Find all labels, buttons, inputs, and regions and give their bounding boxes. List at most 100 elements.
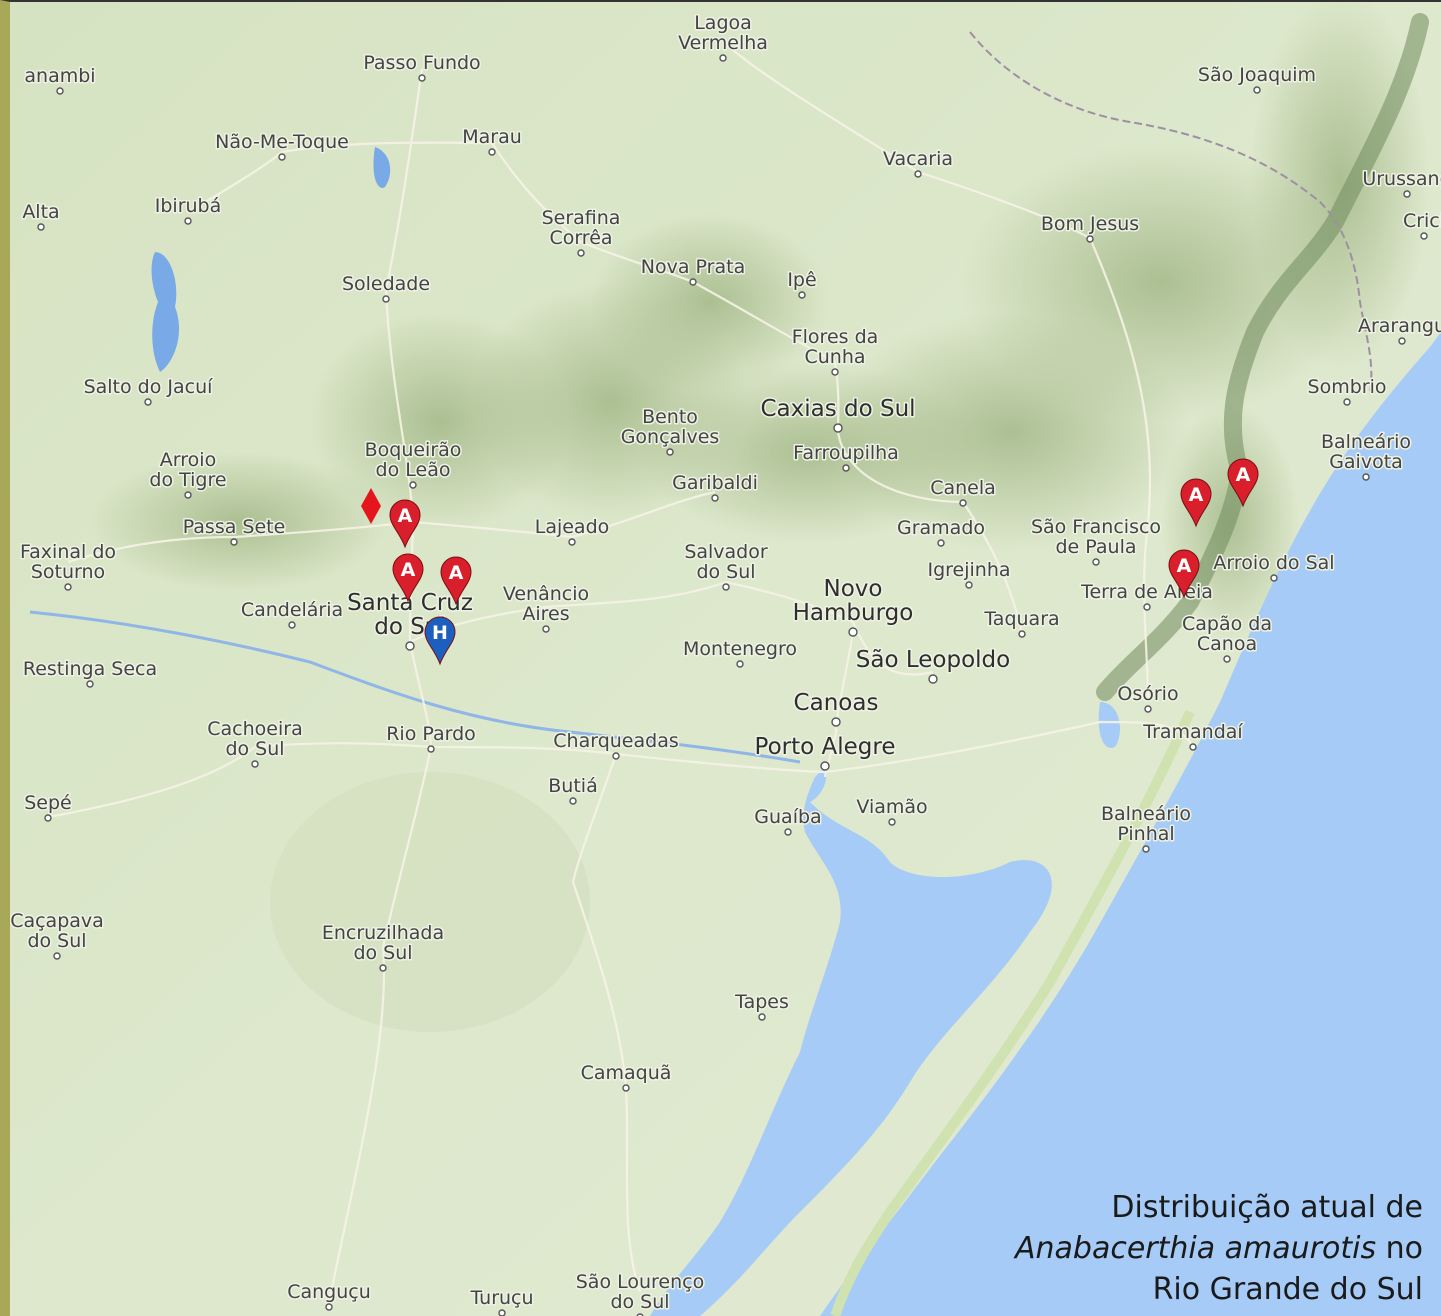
marker-a3-pin-icon[interactable]: [440, 556, 472, 606]
marker-h1[interactable]: H: [424, 616, 456, 666]
place-nao-me-toque: Não-Me-Toque: [214, 130, 350, 161]
place-rio-pardo-dot: [427, 745, 435, 753]
place-igrejinha-dot: [965, 581, 973, 589]
place-arroio-do-tigre-label-2: do Tigre: [149, 469, 226, 491]
place-cangucu: Canguçu: [286, 1280, 372, 1311]
caption-line-2-rest: no: [1376, 1231, 1423, 1266]
marker-a1[interactable]: A: [389, 499, 421, 549]
place-sombrio-label: Sombrio: [1308, 376, 1387, 398]
marker-a4[interactable]: A: [1180, 478, 1212, 528]
coastal-strip: [830, 709, 1195, 1316]
marker-a6-pin-icon[interactable]: [1168, 549, 1200, 599]
place-garibaldi-label: Garibaldi: [672, 472, 758, 494]
place-canela-dot: [959, 499, 967, 507]
place-sao-leopoldo-dot: [928, 674, 938, 684]
place-farroupilha-dot: [842, 464, 850, 472]
place-candelaria-label: Candelária: [241, 599, 343, 621]
place-canela-label: Canela: [930, 477, 996, 499]
place-passo-fundo-label: Passo Fundo: [363, 52, 480, 74]
place-passo-fundo-dot: [418, 74, 426, 82]
marker-a1-letter: A: [398, 505, 413, 527]
marker-a2[interactable]: A: [392, 553, 424, 603]
marker-a3[interactable]: A: [440, 556, 472, 606]
marker-a2-letter: A: [401, 559, 416, 581]
place-vacaria: Vacaria: [882, 147, 955, 178]
marker-a6[interactable]: A: [1168, 549, 1200, 599]
place-nao-me-toque-dot: [278, 153, 286, 161]
place-bento-goncalves-label: Bento: [642, 406, 698, 428]
place-charqueadas-dot: [612, 752, 620, 760]
place-cacapava-do-sul-dot: [53, 952, 61, 960]
passo-real-reservoir: [151, 252, 180, 372]
place-turucu: Turuçu: [468, 1286, 535, 1316]
place-cangucu-dot: [325, 1303, 333, 1311]
marker-h1-pin-icon[interactable]: [424, 616, 456, 666]
lagoa-barros: [1098, 702, 1120, 748]
caption-line-2: Anabacerthia amaurotis no: [903, 1228, 1423, 1269]
place-canela: Canela: [929, 476, 997, 507]
guaiba-estuary: [803, 767, 827, 832]
marker-a5[interactable]: A: [1227, 458, 1259, 508]
place-canoas-label: Canoas: [794, 690, 879, 716]
place-montenegro-label: Montenegro: [683, 638, 797, 660]
atlantic-ocean: [820, 332, 1441, 1316]
place-soledade: Soledade: [340, 272, 432, 303]
place-flores-da-cunha-label: Flores da: [792, 326, 879, 348]
place-tapes-dot: [758, 1013, 766, 1021]
place-alta: Alta: [21, 200, 61, 231]
record-diamond-marker[interactable]: [361, 488, 381, 524]
place-igrejinha-label: Igrejinha: [927, 559, 1010, 581]
place-cacapava-do-sul-label: Caçapava: [10, 910, 104, 932]
place-cacapava-do-sul-label-2: do Sul: [27, 930, 86, 952]
marker-a2-pin-icon[interactable]: [392, 553, 424, 603]
marker-a1-pin-icon[interactable]: [389, 499, 421, 549]
place-urussanga: Urussang: [1361, 167, 1441, 198]
place-nao-me-toque-label: Não-Me-Toque: [215, 131, 349, 153]
place-salvador-do-sul-label-2: do Sul: [696, 561, 755, 583]
place-soledade-dot: [382, 295, 390, 303]
place-ipe-dot: [798, 291, 806, 299]
place-canoas: Canoas: [792, 689, 880, 727]
place-gramado: Gramado: [895, 516, 987, 547]
marker-a5-pin-icon[interactable]: [1227, 458, 1259, 508]
marker-a4-pin-icon[interactable]: [1180, 478, 1212, 528]
place-montenegro: Montenegro: [681, 637, 799, 668]
place-boqueirao-do-leao-label-2: do Leão: [376, 459, 451, 481]
caption-line-3: Rio Grande do Sul: [1152, 1272, 1423, 1307]
place-rio-pardo-label: Rio Pardo: [386, 723, 476, 745]
place-osorio-label: Osório: [1117, 683, 1178, 705]
place-butia-dot: [569, 797, 577, 805]
place-bom-jesus-label: Bom Jesus: [1041, 213, 1139, 235]
place-taquara-dot: [1018, 630, 1026, 638]
place-urussanga-dot: [1403, 190, 1411, 198]
place-lagoa-vermelha-label: Lagoa: [694, 12, 752, 34]
place-arroio-do-sal-dot: [1270, 574, 1278, 582]
place-novo-hamburgo-dot: [848, 627, 858, 637]
place-terra-de-areia-label: Terra de Areia: [1080, 581, 1213, 603]
place-passa-sete-dot: [230, 538, 238, 546]
map-caption: Distribuição atual de Anabacerthia amaur…: [903, 1187, 1423, 1310]
place-serafina-correa-dot: [577, 249, 585, 257]
place-passo-fundo: Passo Fundo: [362, 51, 482, 82]
place-porto-alegre: Porto Alegre: [753, 733, 897, 771]
place-turucu-label: Turuçu: [469, 1287, 533, 1309]
place-tramandai-label: Tramandaí: [1142, 721, 1243, 743]
lagoa-dos-patos: [650, 802, 1052, 1316]
caption-species-name: Anabacerthia amaurotis: [1015, 1231, 1377, 1266]
place-viamao: Viamão: [855, 795, 929, 826]
place-restinga-seca: Restinga Seca: [21, 657, 159, 688]
place-turucu-dot: [498, 1309, 506, 1316]
ernestina-reservoir: [373, 147, 391, 188]
place-butia: Butiá: [547, 774, 599, 805]
place-caxias-do-sul-dot: [833, 423, 843, 433]
